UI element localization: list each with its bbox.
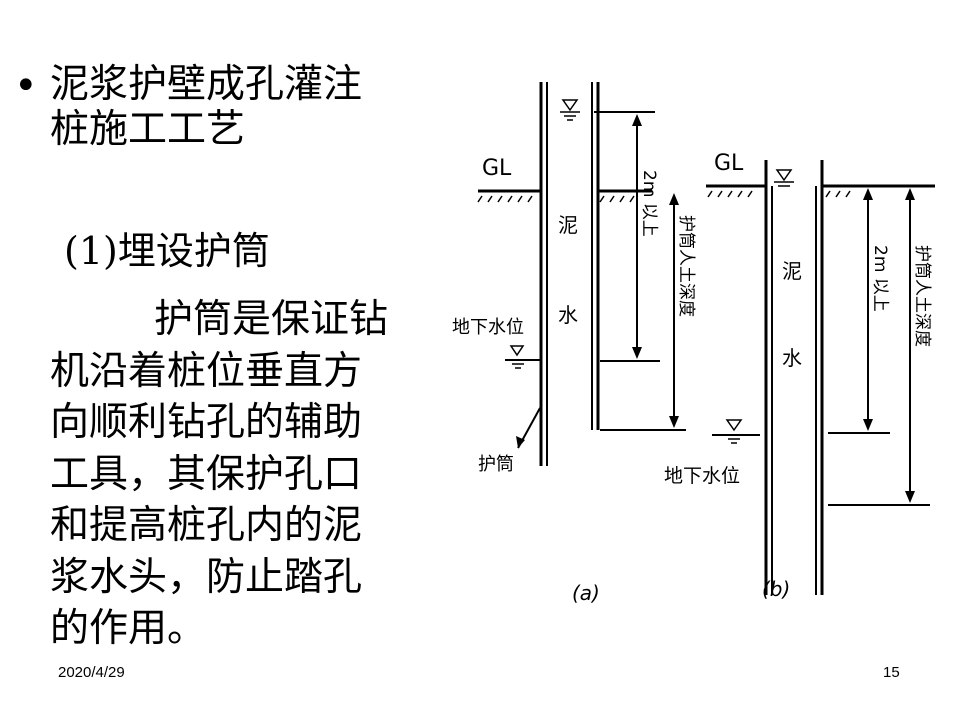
body-line-5: 和提高桩孔内的泥 — [50, 503, 363, 548]
mud-label-b-bottom: 水 — [782, 346, 802, 370]
slide-title: 泥浆护壁成孔灌注 桩施工工艺 — [50, 62, 362, 152]
dim-depth-label-b: 护筒人土深度 — [912, 245, 932, 347]
casing-label: 护筒 — [478, 454, 514, 475]
dim-depth-label-a: 护筒人土深度 — [676, 215, 696, 317]
groundwater-label-a: 地下水位 — [452, 317, 524, 338]
caption-a: (a) — [572, 581, 600, 605]
mud-label-b-top: 泥 — [782, 259, 802, 283]
body-line-1: 护筒是保证钻 — [50, 294, 388, 346]
body-line-6: 浆水头，防止踏孔 — [50, 554, 363, 600]
body-line-4: 工具，其保护孔口 — [50, 451, 363, 497]
gl-label-a: GL — [482, 156, 512, 181]
dim-2m-label-b: 2m 以上 — [870, 245, 890, 312]
body-paragraph: 护筒是保证钻 机沿着桩位垂直方 向顺利钻孔的辅助 工具，其保护孔口 和提高桩孔内… — [50, 294, 388, 655]
groundwater-label-b: 地下水位 — [664, 465, 740, 487]
dim-2m-label-a: 2m 以上 — [639, 170, 659, 237]
mud-label-a-top: 泥 — [558, 213, 578, 237]
caption-b: (b) — [762, 577, 790, 601]
gl-label-b: GL — [714, 151, 744, 176]
body-line-3: 向顺利钻孔的辅助 — [50, 400, 363, 445]
body-line-7: 的作用。 — [50, 606, 207, 651]
mud-label-a-bottom: 水 — [558, 303, 578, 327]
page-number: 15 — [883, 664, 900, 681]
body-line-2: 机沿着桩位垂直方 — [50, 348, 363, 394]
water-level-icon — [508, 99, 794, 444]
bullet-dot: • — [14, 63, 38, 109]
footer-date: 2020/4/29 — [58, 664, 125, 681]
section-heading: (1)埋设护筒 — [64, 229, 270, 273]
title-line-1: 泥浆护壁成孔灌注 — [50, 62, 363, 107]
body-text: 护筒是保证钻 — [154, 297, 389, 342]
title-line-2: 桩施工工艺 — [50, 107, 246, 152]
